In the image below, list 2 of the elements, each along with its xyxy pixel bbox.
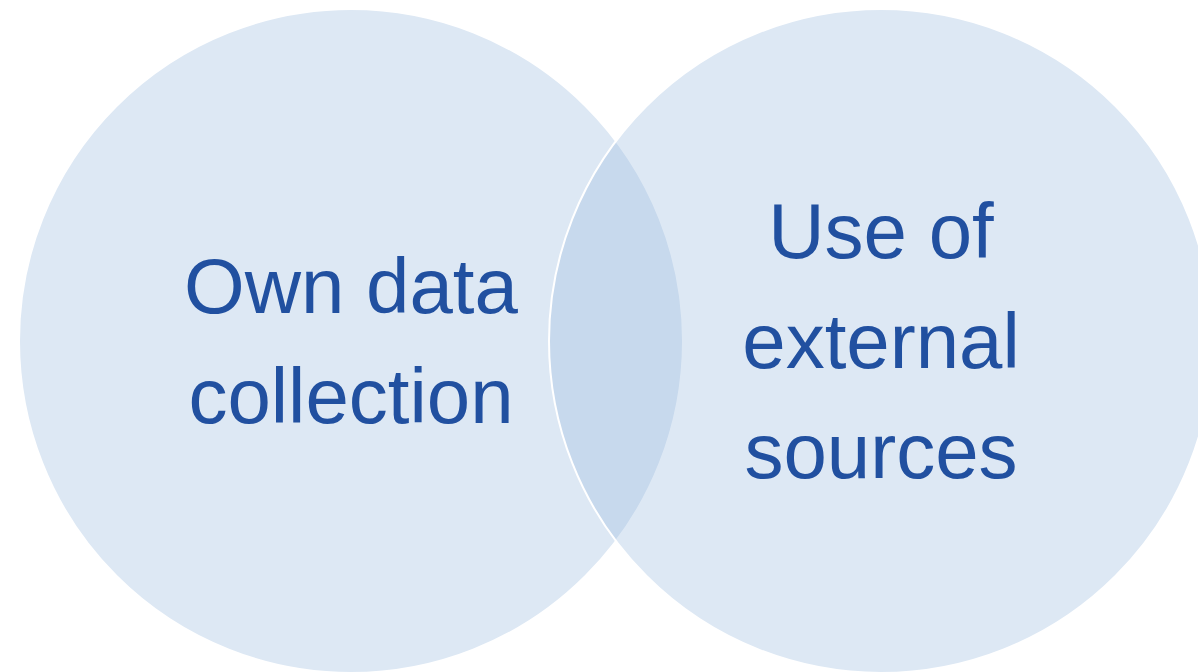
circle-label: Use of external sources [741,186,1021,497]
circle-label: Own data collection [183,241,519,442]
